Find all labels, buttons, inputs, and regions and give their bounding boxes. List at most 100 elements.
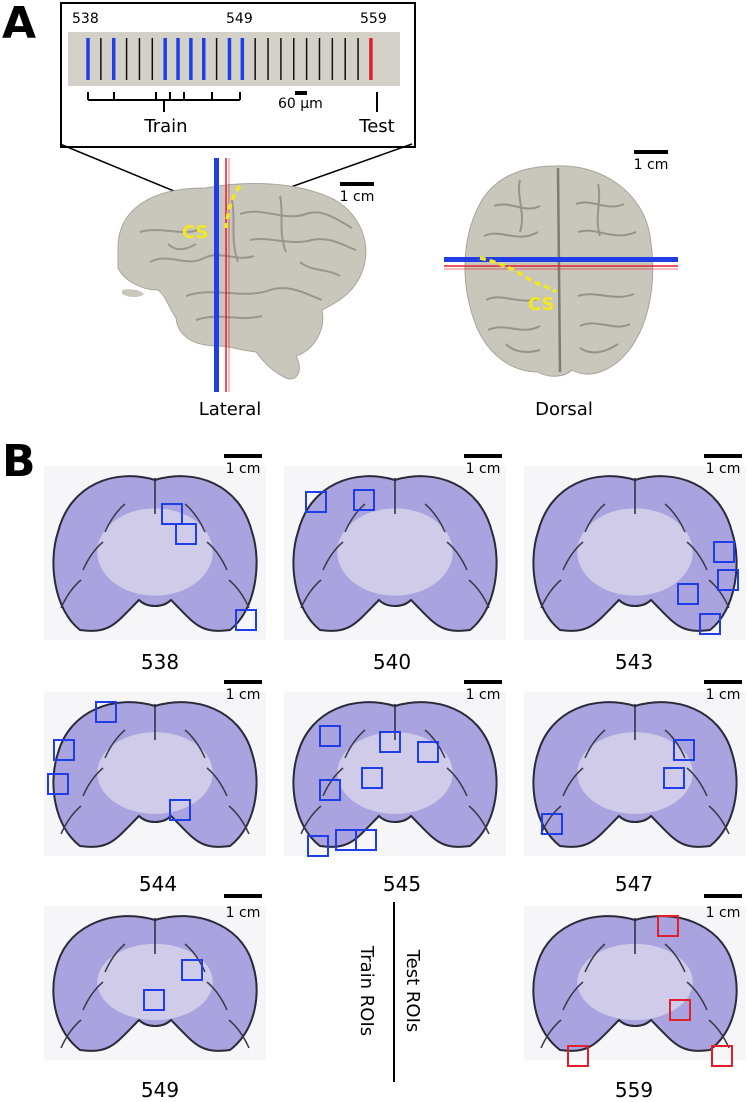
coronal-section-549 bbox=[44, 894, 266, 1060]
train-roi-box bbox=[175, 523, 197, 545]
section-sulcus bbox=[686, 767, 708, 797]
panel-b-letter: B bbox=[2, 436, 36, 487]
section-sulcus bbox=[446, 767, 468, 797]
section-sulcus bbox=[344, 729, 366, 759]
section-sulcus bbox=[184, 943, 206, 973]
section-sulcus bbox=[584, 943, 606, 973]
section-scale-label: 1 cm bbox=[705, 905, 741, 921]
section-scale-bar bbox=[464, 680, 502, 684]
lateral-view-label: Lateral bbox=[198, 399, 262, 420]
dorsal-train-line bbox=[444, 257, 678, 262]
coronal-section-540 bbox=[284, 454, 506, 640]
section-sulcus bbox=[468, 579, 490, 609]
train-roi-box bbox=[717, 569, 739, 591]
section-sulcus bbox=[664, 943, 686, 973]
section-sulcus bbox=[584, 729, 606, 759]
coronal-section-545 bbox=[284, 680, 506, 857]
lateral-scale-bar bbox=[340, 182, 374, 186]
inset-scale-label: 60 µm bbox=[278, 96, 323, 112]
section-label-543: 543 bbox=[614, 650, 654, 674]
section-sulcus bbox=[228, 805, 250, 835]
section-label-545: 545 bbox=[382, 872, 422, 896]
train-roi-box bbox=[353, 489, 375, 511]
section-white-matter bbox=[97, 508, 213, 596]
lateral-scale-label: 1 cm bbox=[339, 189, 375, 205]
coronal-section-538 bbox=[44, 454, 266, 640]
section-scale-label: 1 cm bbox=[465, 687, 501, 703]
section-sulcus bbox=[708, 579, 730, 609]
inset-end-number: 559 bbox=[360, 11, 387, 27]
train-roi-box bbox=[361, 767, 383, 789]
section-sulcus bbox=[686, 981, 708, 1011]
section-scale-bar bbox=[464, 454, 502, 458]
train-roi-box bbox=[319, 779, 341, 801]
section-sulcus bbox=[184, 729, 206, 759]
dorsal-scale-bar bbox=[634, 150, 668, 154]
section-label-559: 559 bbox=[614, 1078, 654, 1102]
section-sulcus bbox=[104, 729, 126, 759]
panel-a-letter: A bbox=[2, 0, 37, 49]
slice-lines bbox=[86, 38, 373, 80]
dorsal-cs-sulcus bbox=[479, 256, 558, 294]
inset-start-number: 538 bbox=[72, 11, 99, 27]
section-white-matter bbox=[577, 508, 693, 596]
section-white-matter bbox=[337, 508, 453, 596]
section-sulcus bbox=[562, 541, 584, 571]
test-roi-box bbox=[711, 1045, 733, 1067]
train-roi-box bbox=[355, 829, 377, 851]
section-scale-label: 1 cm bbox=[225, 687, 261, 703]
test-roi-box bbox=[669, 999, 691, 1021]
lateral-train-line bbox=[214, 158, 219, 392]
section-sulcus bbox=[300, 579, 322, 609]
section-label-540: 540 bbox=[372, 650, 412, 674]
section-sulcus bbox=[562, 981, 584, 1011]
train-roi-box bbox=[673, 739, 695, 761]
section-sulcus bbox=[184, 503, 206, 533]
train-label: Train bbox=[144, 116, 188, 137]
train-roi-box bbox=[53, 739, 75, 761]
train-roi-box bbox=[319, 725, 341, 747]
section-sulcus bbox=[446, 541, 468, 571]
inset-mid-number: 549 bbox=[226, 11, 253, 27]
legend-test-rois: Test ROIs bbox=[402, 949, 423, 1033]
train-roi-box bbox=[169, 799, 191, 821]
lateral-cs-sulcus bbox=[224, 184, 242, 229]
train-roi-box bbox=[181, 959, 203, 981]
coronal-section-544 bbox=[44, 680, 266, 856]
section-scale-label: 1 cm bbox=[225, 905, 261, 921]
section-scale-bar bbox=[704, 894, 742, 898]
train-roi-box bbox=[677, 583, 699, 605]
section-white-matter bbox=[97, 732, 213, 814]
train-roi-box bbox=[305, 491, 327, 513]
train-roi-box bbox=[307, 835, 329, 857]
section-white-matter bbox=[577, 943, 693, 1021]
train-roi-box bbox=[663, 767, 685, 789]
coronal-section-547 bbox=[524, 680, 746, 856]
dorsal-scale-label: 1 cm bbox=[633, 157, 669, 173]
train-roi-box bbox=[713, 541, 735, 563]
section-scale-label: 1 cm bbox=[705, 461, 741, 477]
section-sulcus bbox=[322, 541, 344, 571]
train-roi-box bbox=[161, 503, 183, 525]
section-sulcus bbox=[344, 503, 366, 533]
section-scale-label: 1 cm bbox=[465, 461, 501, 477]
section-sulcus bbox=[540, 1019, 562, 1049]
section-scale-bar bbox=[704, 454, 742, 458]
section-label-549: 549 bbox=[140, 1078, 180, 1102]
test-roi-box bbox=[657, 915, 679, 937]
train-roi-box bbox=[143, 989, 165, 1011]
section-sulcus bbox=[82, 767, 104, 797]
dorsal-cs-label: CS bbox=[528, 294, 555, 315]
train-roi-box bbox=[95, 701, 117, 723]
coronal-section-559 bbox=[524, 894, 746, 1067]
section-scale-bar bbox=[704, 680, 742, 684]
section-sulcus bbox=[60, 1019, 82, 1049]
section-sulcus bbox=[104, 503, 126, 533]
section-sulcus bbox=[584, 503, 606, 533]
section-label-547: 547 bbox=[614, 872, 654, 896]
section-scale-bar bbox=[224, 894, 262, 898]
section-label-538: 538 bbox=[140, 650, 180, 674]
train-roi-box bbox=[379, 731, 401, 753]
section-sulcus bbox=[82, 541, 104, 571]
